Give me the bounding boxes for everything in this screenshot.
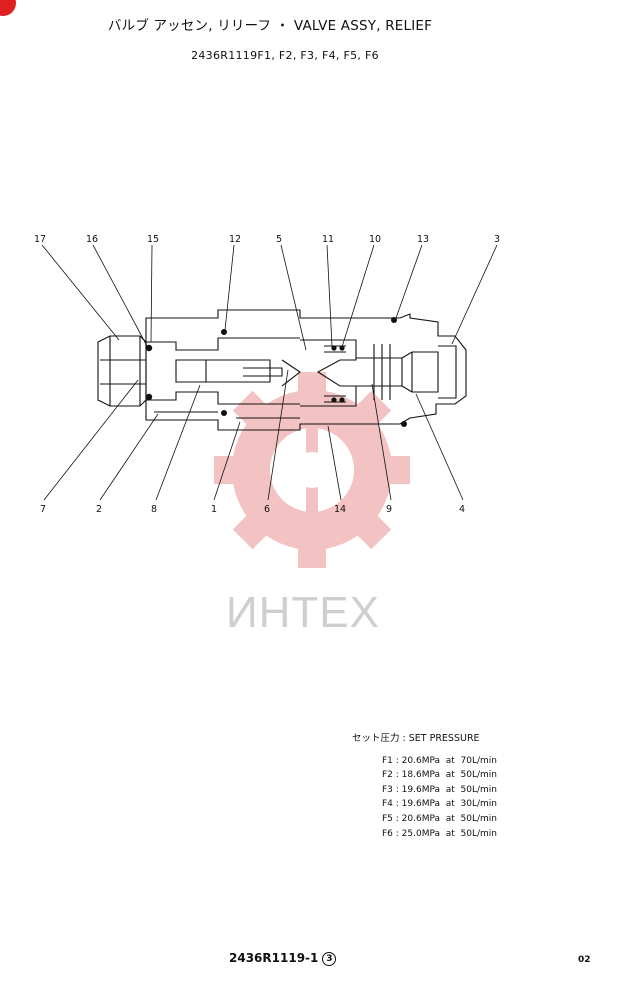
callout-16: 16 — [86, 234, 98, 245]
callout-1: 1 — [211, 504, 217, 515]
callout-3: 3 — [494, 234, 500, 245]
callout-10: 10 — [369, 234, 381, 245]
callout-4: 4 — [459, 504, 465, 515]
set-pressure-table: セット圧力 : SET PRESSURE F1 : 20.6MPa at 70L… — [352, 732, 542, 841]
spec-row-f3: F3 : 19.6MPa at 50L/min — [382, 784, 497, 795]
callout-5: 5 — [276, 234, 282, 245]
spec-row-f4: F4 : 19.6MPa at 30L/min — [382, 799, 497, 810]
callout-17: 17 — [34, 234, 46, 245]
spec-row-f6: F6 : 25.0MPa at 50L/min — [382, 828, 497, 839]
set-pressure-heading: セット圧力 : SET PRESSURE — [352, 733, 480, 744]
callout-12: 12 — [229, 234, 241, 245]
callout-leader-lines — [41, 244, 498, 501]
callout-7: 7 — [40, 504, 46, 515]
drawing-code-text: 2436R1119-1 — [229, 951, 319, 965]
callout-6: 6 — [264, 504, 270, 515]
callout-labels-bottom: 7 2 8 1 6 14 9 4 — [40, 504, 465, 515]
callout-15: 15 — [147, 234, 159, 245]
page-title: バルブ アッセン, リリーフ ・ VALVE ASSY, RELIEF — [107, 18, 433, 34]
callout-11: 11 — [322, 234, 334, 245]
spec-row-f2: F2 : 18.6MPa at 50L/min — [382, 770, 497, 781]
callout-13: 13 — [417, 234, 429, 245]
spec-row-f5: F5 : 20.6MPa at 50L/min — [382, 813, 497, 824]
callout-2: 2 — [96, 504, 102, 515]
callout-9: 9 — [386, 504, 392, 515]
o-ring-seals — [145, 317, 407, 427]
callout-8: 8 — [151, 504, 157, 515]
revision-badge: 3 — [322, 952, 337, 966]
watermark-text: ИНТЕХ — [226, 588, 380, 637]
spec-row-f1: F1 : 20.6MPa at 70L/min — [382, 755, 497, 766]
red-corner-mark — [0, 0, 16, 16]
watermark-gear-icon — [214, 372, 410, 568]
callout-labels-top: 17 16 15 12 5 11 10 13 3 — [34, 234, 500, 245]
callout-14: 14 — [334, 504, 346, 515]
part-number-list: 2436R1119F1, F2, F3, F4, F5, F6 — [191, 49, 379, 62]
page-number: 02 — [578, 955, 591, 965]
